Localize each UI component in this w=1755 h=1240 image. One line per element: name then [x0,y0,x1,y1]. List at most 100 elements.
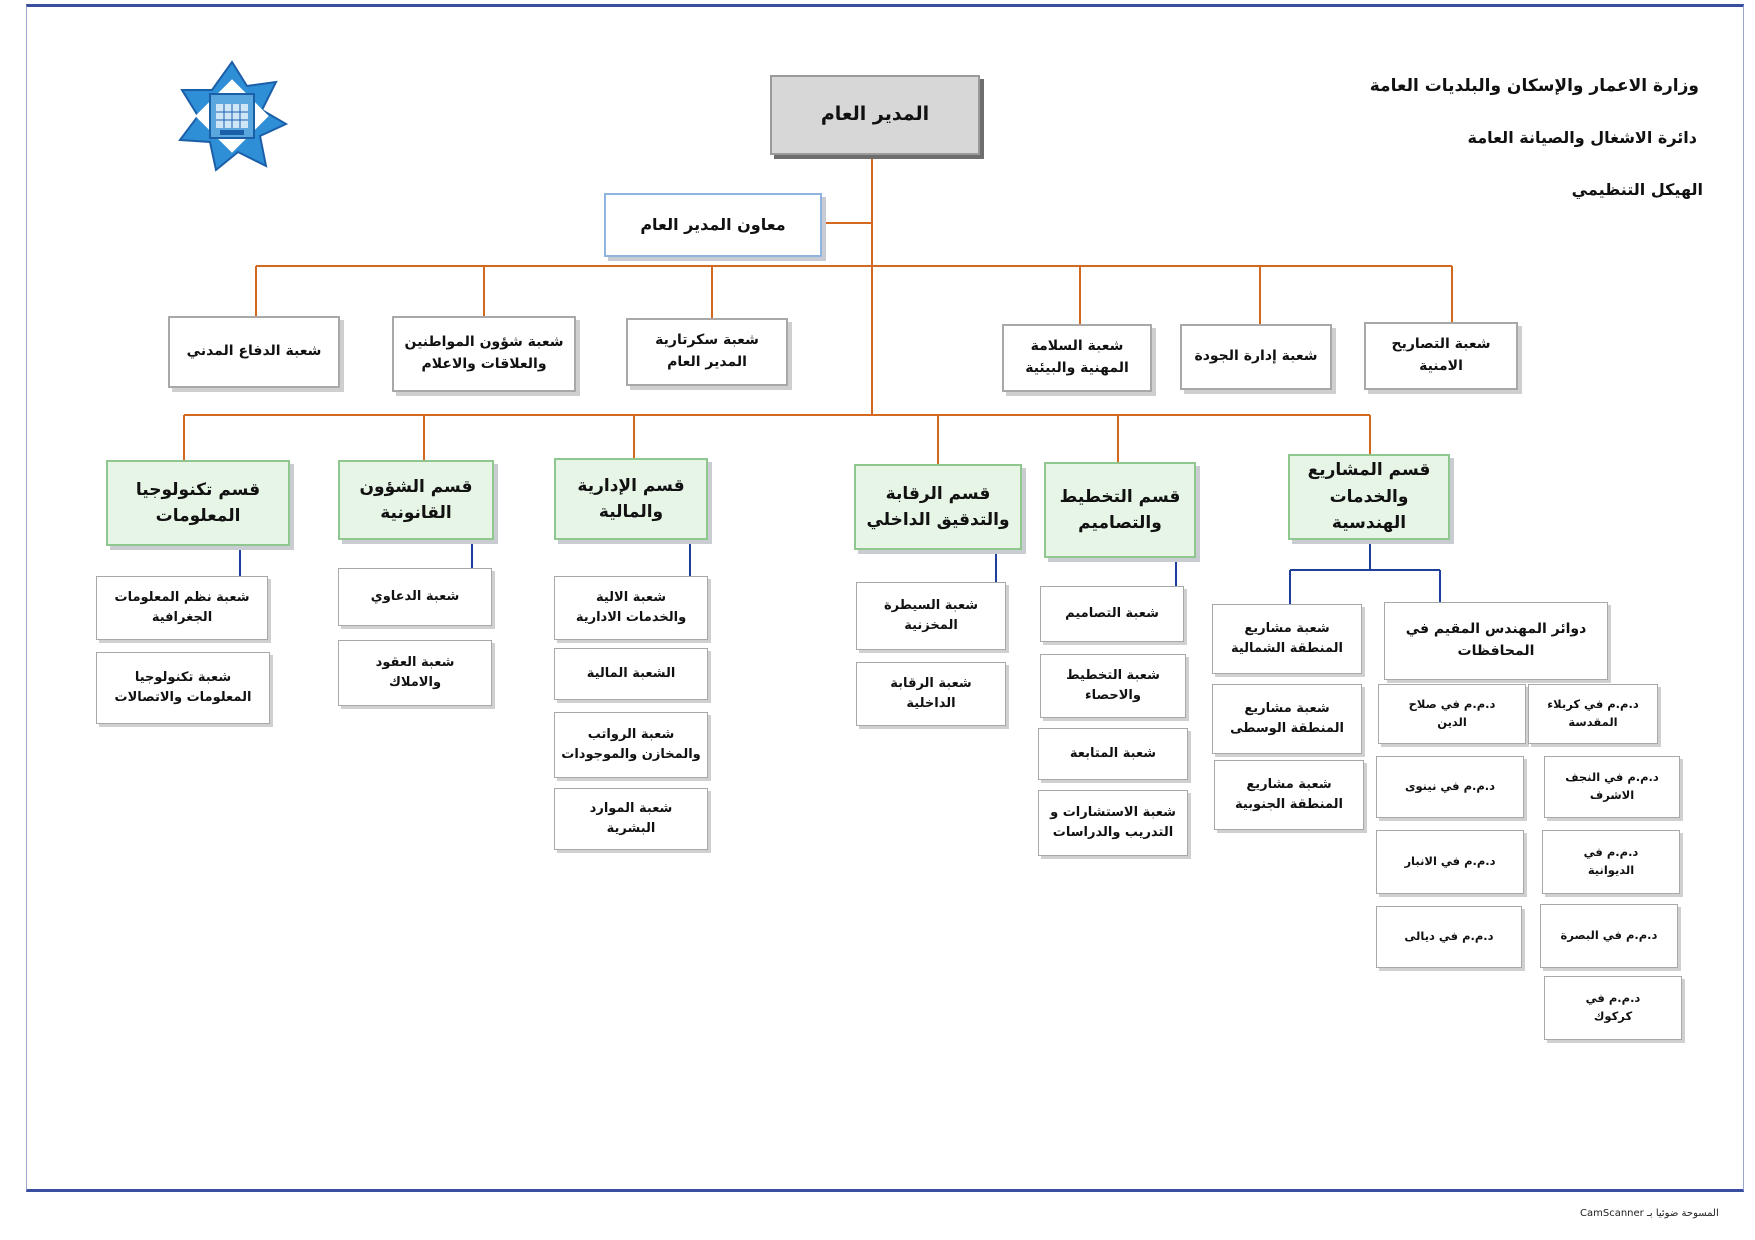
section-central-projects: شعبة مشاريع المنطقة الوسطى [1212,684,1362,754]
staff-unit-citizens-affairs: شعبة شؤون المواطنين والعلاقات والاعلام [392,316,576,392]
section-resident-engineer-offices: دوائر المهندس المقيم في المحافظات [1384,602,1608,680]
section-south-projects: شعبة مشاريع المنطقة الجنوبية [1214,760,1364,830]
section-label: شعبة مشاريع [1244,700,1330,716]
section-planning-statistics: شعبة التخطيط والاحصاء [1040,654,1186,718]
section-label: والاحصاء [1085,688,1141,703]
department-audit: قسم الرقابة والتدقيق الداخلي [854,464,1022,550]
resident-office-label: كركوك [1593,1009,1633,1023]
section-label: والخدمات الادارية [575,610,687,625]
staff-unit-label: والعلاقات والاعلام [421,356,547,372]
section-label: شعبة الموارد [589,800,673,816]
section-follow-up: شعبة المتابعة [1038,728,1188,780]
section-consulting-training: شعبة الاستشارات و التدريب والدراسات [1038,790,1188,856]
resident-office-anbar: د.م.م في الانبار [1376,830,1524,894]
resident-office-salahaddin: د.م.م في صلاح الدين [1378,684,1526,744]
section-label: المنطقة الشمالية [1230,641,1344,656]
staff-unit-label: المهنية والبيئية [1025,360,1129,376]
department-label: قسم التخطيط [1059,486,1181,507]
section-finance: الشعبة المالية [554,648,708,700]
resident-office-label: د.م.م في الانبار [1404,854,1496,869]
resident-office-label: د.م.م في [1583,845,1639,860]
resident-office-label: الدين [1437,715,1467,729]
section-label: شعبة الالية [595,589,667,605]
section-label: شعبة مشاريع [1246,776,1332,792]
resident-office-label: د.م.م في نينوى [1404,779,1496,794]
section-contracts-properties: شعبة العقود والاملاك [338,640,492,706]
section-label: شعبة التصاميم [1065,605,1159,621]
section-human-resources: شعبة الموارد البشرية [554,788,708,850]
resident-office-label: الاشرف [1589,788,1635,802]
staff-unit-label: شعبة سكرتارية [655,332,759,349]
staff-unit-quality: شعبة إدارة الجودة [1180,324,1332,390]
section-label: شعبة العقود [375,654,455,670]
section-label: المخزنية [904,618,958,633]
section-label: المنطقة الجنوبية [1234,797,1344,812]
department-label: قسم تكنولوجيا [135,479,261,500]
section-admin-services: شعبة الالية والخدمات الادارية [554,576,708,640]
staff-unit-civil-defense: شعبة الدفاع المدني [168,316,340,388]
section-inventory-control: شعبة السيطرة المخزنية [856,582,1006,650]
deputy-director-label: معاون المدير العام [640,214,786,234]
department-admin-finance: قسم الإدارية والمالية [554,458,708,540]
department-label: والتصاميم [1078,513,1162,533]
section-label: شعبة المتابعة [1069,745,1157,761]
director-general-label: المدير العام [820,103,930,126]
resident-office-label: د.م.م في ديالى [1404,929,1494,944]
department-label: قسم الإدارية [577,475,685,496]
department-label: قسم المشاريع [1307,460,1431,481]
staff-unit-label: شعبة السلامة [1030,338,1124,355]
section-internal-audit: شعبة الرقابة الداخلية [856,662,1006,726]
chart-title: الهيكل التنظيمي [1571,180,1703,199]
staff-unit-label: شعبة إدارة الجودة [1194,348,1318,365]
scanner-footer: المسوحة ضوئيا بـ CamScanner [1580,1208,1719,1219]
section-label: شعبة تكنولوجيا [134,669,232,685]
deputy-director-box: معاون المدير العام [604,193,822,257]
section-label: شعبة التخطيط [1066,667,1160,683]
resident-office-karbala: د.م.م في كربلاء المقدسة [1528,684,1658,744]
section-label: الشعبة المالية [586,665,676,681]
resident-office-diwaniyah: د.م.م في الديوانية [1542,830,1680,894]
staff-unit-safety: شعبة السلامة المهنية والبيئية [1002,324,1152,392]
section-label: التدريب والدراسات [1052,825,1174,840]
ministry-name: وزارة الاعمار والإسكان والبلديات العامة [1369,76,1699,96]
section-designs: شعبة التصاميم [1040,586,1184,642]
section-label: المنطقة الوسطى [1230,721,1344,736]
section-label: شعبة نظم المعلومات [114,589,250,605]
department-legal: قسم الشؤون القانونية [338,460,494,540]
resident-office-label: الديوانية [1587,863,1635,877]
section-it-communications: شعبة تكنولوجيا المعلومات والاتصالات [96,652,270,724]
department-label: المعلومات [155,506,241,526]
ministry-logo [176,60,289,172]
staff-unit-security-permits: شعبة التصاريح الامنية [1364,322,1518,390]
section-label: دوائر المهندس المقيم في [1405,621,1587,638]
section-label: شعبة السيطرة [883,597,979,613]
resident-office-nineveh: د.م.م في نينوى [1376,756,1524,818]
logo-emblem-icon [178,60,289,172]
staff-unit-label: المدير العام [667,354,747,370]
section-label: شعبة الرواتب [587,726,675,742]
directorate-name: دائرة الاشغال والصيانة العامة [1467,128,1697,147]
section-gis: شعبة نظم المعلومات الجغرافية [96,576,268,640]
section-label: والمخازن والموجودات [561,747,701,762]
section-label: شعبة مشاريع [1244,620,1330,636]
resident-office-najaf: د.م.م في النجف الاشرف [1544,756,1680,818]
department-projects: قسم المشاريع والخدمات الهندسية [1288,454,1450,540]
section-label: شعبة الرقابة [890,675,972,691]
resident-office-basra: د.م.م في البصرة [1540,904,1678,968]
resident-office-label: د.م.م في صلاح [1408,697,1496,712]
resident-office-label: د.م.م في [1585,991,1641,1006]
resident-office-label: د.م.م في النجف [1565,770,1659,785]
page-frame [26,4,1744,1192]
department-planning: قسم التخطيط والتصاميم [1044,462,1196,558]
department-label: قسم الرقابة [885,483,991,504]
section-payroll-stores: شعبة الرواتب والمخازن والموجودات [554,712,708,778]
section-label: والاملاك [388,675,442,690]
section-label: الجغرافية [151,610,213,625]
department-label: القانونية [380,503,452,523]
staff-unit-secretariat: شعبة سكرتارية المدير العام [626,318,788,386]
staff-unit-label: شعبة التصاريح [1391,336,1491,353]
staff-unit-label: شعبة شؤون المواطنين [404,334,564,351]
section-label: المعلومات والاتصالات [114,690,252,705]
section-label: الداخلية [906,696,956,711]
